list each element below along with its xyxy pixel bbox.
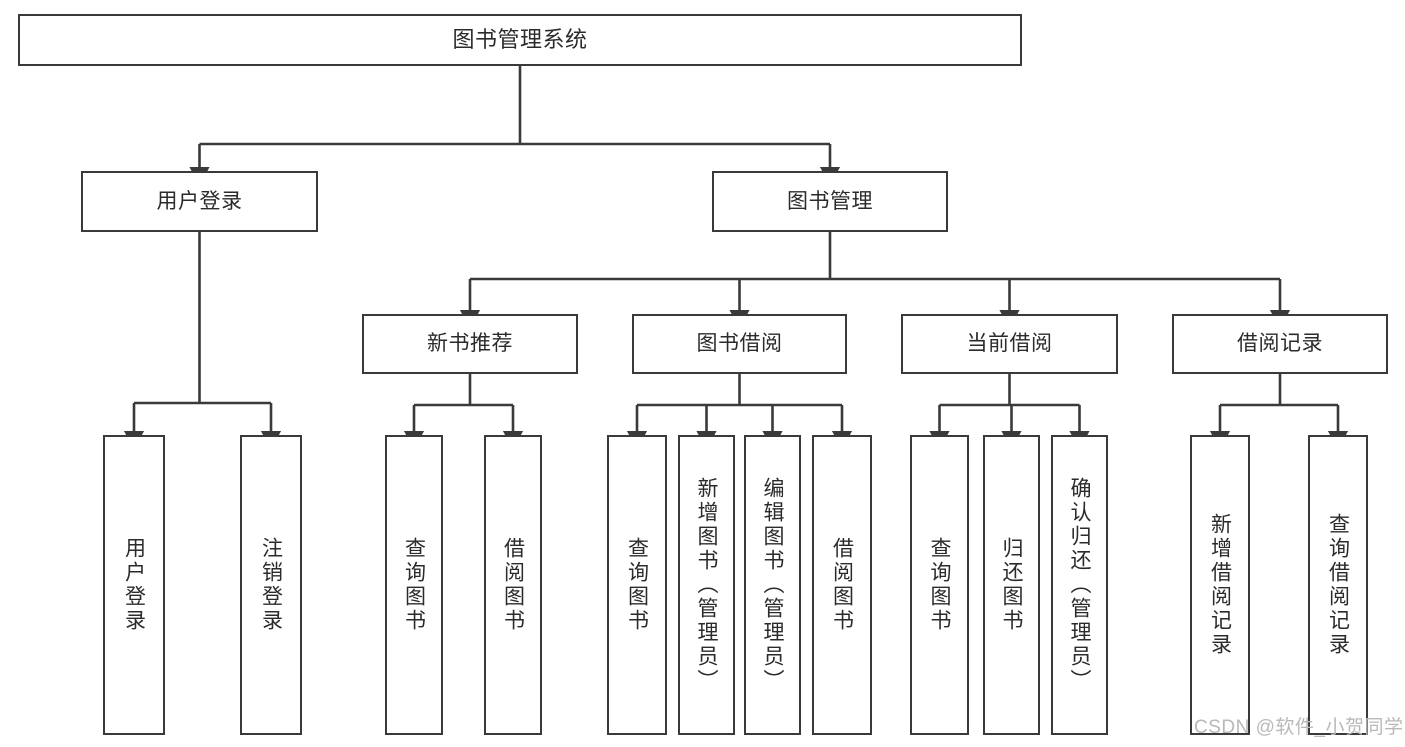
node-label: 新书推荐 bbox=[427, 332, 513, 356]
node-l-login[interactable]: 用户登录 bbox=[103, 435, 165, 735]
node-label: 查询图书 bbox=[402, 537, 426, 633]
node-login[interactable]: 用户登录 bbox=[81, 171, 318, 232]
node-label: 新增图书（管理员） bbox=[695, 477, 719, 693]
node-n-borrow[interactable]: 借阅图书 bbox=[484, 435, 542, 735]
node-borrow[interactable]: 图书借阅 bbox=[632, 314, 847, 374]
node-label: 用户登录 bbox=[156, 189, 243, 213]
node-root[interactable]: 图书管理系统 bbox=[18, 14, 1022, 66]
node-label: 查询借阅记录 bbox=[1326, 513, 1350, 657]
node-label: 编辑图书（管理员） bbox=[761, 477, 785, 693]
node-n-query[interactable]: 查询图书 bbox=[385, 435, 443, 735]
node-label: 借阅记录 bbox=[1237, 332, 1323, 356]
node-l-logout[interactable]: 注销登录 bbox=[240, 435, 302, 735]
node-records[interactable]: 借阅记录 bbox=[1172, 314, 1388, 374]
node-label: 借阅图书 bbox=[501, 537, 525, 633]
node-label: 归还图书 bbox=[1000, 537, 1024, 633]
node-c-confirm[interactable]: 确认归还（管理员） bbox=[1051, 435, 1108, 735]
node-b-borrow[interactable]: 借阅图书 bbox=[812, 435, 872, 735]
node-c-query[interactable]: 查询图书 bbox=[910, 435, 969, 735]
node-r-query[interactable]: 查询借阅记录 bbox=[1308, 435, 1368, 735]
node-label: 图书管理系统 bbox=[452, 26, 588, 52]
node-bookmgmt[interactable]: 图书管理 bbox=[712, 171, 948, 232]
node-b-edit[interactable]: 编辑图书（管理员） bbox=[744, 435, 801, 735]
node-label: 当前借阅 bbox=[966, 332, 1053, 356]
node-r-add[interactable]: 新增借阅记录 bbox=[1190, 435, 1250, 735]
node-current[interactable]: 当前借阅 bbox=[901, 314, 1118, 374]
node-newbook[interactable]: 新书推荐 bbox=[362, 314, 578, 374]
node-label: 借阅图书 bbox=[830, 537, 854, 633]
node-label: 用户登录 bbox=[122, 537, 146, 633]
node-label: 新增借阅记录 bbox=[1208, 513, 1232, 657]
node-c-return[interactable]: 归还图书 bbox=[983, 435, 1040, 735]
node-b-add[interactable]: 新增图书（管理员） bbox=[678, 435, 735, 735]
node-label: 图书借阅 bbox=[696, 332, 783, 356]
node-label: 注销登录 bbox=[259, 537, 283, 633]
node-label: 图书管理 bbox=[787, 189, 873, 213]
edge-group bbox=[123, 66, 1349, 450]
node-label: 查询图书 bbox=[625, 537, 649, 633]
node-label: 确认归还（管理员） bbox=[1068, 477, 1092, 693]
node-label: 查询图书 bbox=[928, 537, 952, 633]
node-b-query[interactable]: 查询图书 bbox=[607, 435, 667, 735]
